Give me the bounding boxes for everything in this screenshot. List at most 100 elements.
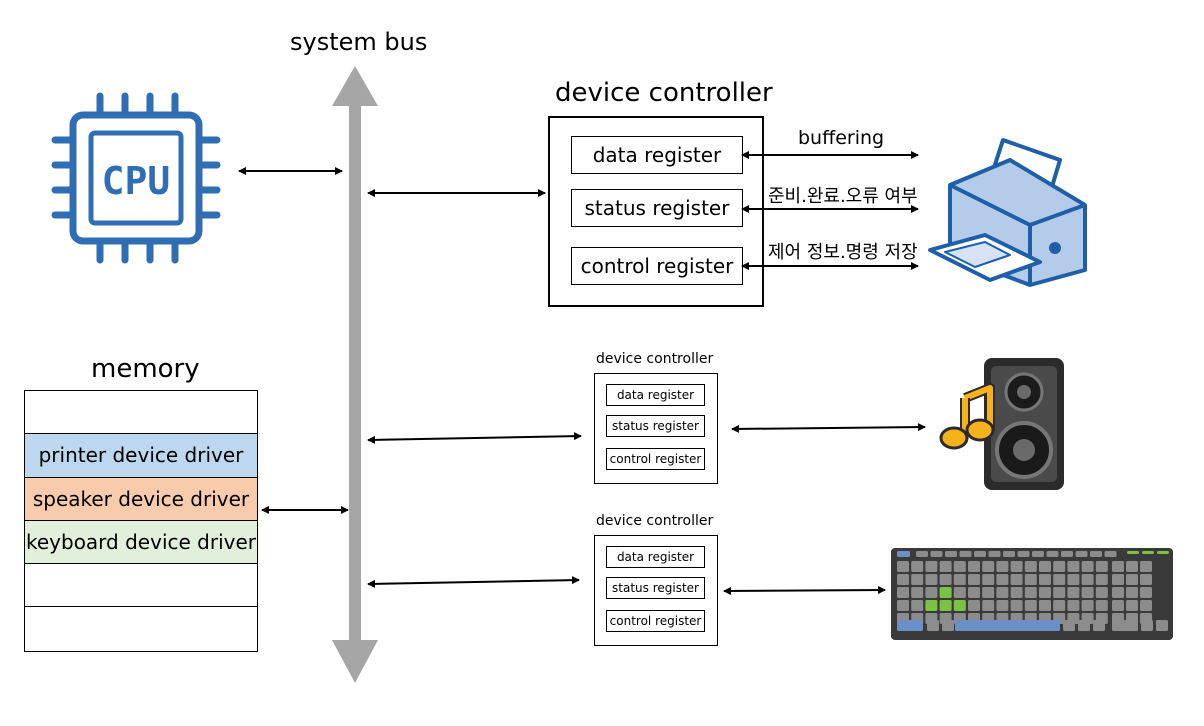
keyboard-key — [1112, 561, 1124, 572]
keyboard-key — [939, 574, 952, 585]
keyboard-key — [1039, 600, 1051, 611]
keyboard-key — [1157, 551, 1169, 554]
keyboard-key — [939, 587, 952, 598]
keyboard-key — [1081, 600, 1094, 611]
cpu-label: CPU — [102, 159, 171, 203]
keyboard-key — [1112, 587, 1124, 598]
keyboard-key — [1046, 551, 1059, 557]
speaker-data-register: data register — [606, 384, 705, 406]
keyboard-key — [1039, 561, 1051, 572]
keyboard-key — [1039, 587, 1051, 598]
keyboard-key — [897, 561, 909, 572]
keyboard-key — [968, 574, 980, 585]
keyboard-key — [988, 551, 1001, 557]
speaker-status-register: status register — [606, 415, 705, 437]
keyboard-key — [1003, 551, 1015, 557]
keyboard-key — [953, 587, 966, 598]
keyboard-key — [1081, 587, 1094, 598]
memory-row-empty — [25, 607, 257, 651]
memory-title: memory — [91, 354, 200, 384]
keyboard-key — [897, 551, 910, 557]
keyboard-key — [996, 600, 1009, 611]
keyboard-key — [1078, 620, 1090, 631]
keyboard-key — [1067, 600, 1080, 611]
keyboard-key — [939, 600, 952, 611]
keyboard-key — [953, 574, 966, 585]
keyboard-key — [1053, 600, 1066, 611]
keyboard-key — [925, 600, 938, 611]
keyboard-key — [1126, 574, 1138, 585]
keyboard-key — [925, 561, 938, 572]
speaker-controller-title: device controller — [596, 351, 714, 367]
memory-row-empty — [25, 564, 257, 608]
keyboard-key — [911, 561, 924, 572]
keyboard-key — [953, 600, 966, 611]
keyboard-key — [968, 600, 980, 611]
keyboard-key — [1112, 574, 1124, 585]
keyboard-icon — [891, 548, 1173, 640]
keyboard-key — [1053, 561, 1066, 572]
memory-row-speaker-driver: speaker device driver — [25, 477, 257, 521]
keyboard-key — [897, 574, 909, 585]
control-annotation: 제어 정보.명령 저장 — [768, 242, 918, 263]
keyboard-key — [1095, 561, 1108, 572]
keyboard-key — [1126, 600, 1138, 611]
keyboard-key — [1024, 587, 1037, 598]
system-bus-arrow — [332, 66, 378, 683]
keyboard-key — [1061, 551, 1073, 557]
keyboard-device-controller: data register status register control re… — [594, 535, 718, 646]
keyboard-key — [982, 561, 995, 572]
cpu-icon — [51, 92, 221, 264]
keyboard-key — [1142, 551, 1154, 554]
keyboard-key — [953, 561, 966, 572]
keyboard-key — [959, 551, 972, 557]
keyboard-key — [982, 574, 995, 585]
keyboard-key — [1017, 551, 1030, 557]
speaker-controller-speaker-arrow — [731, 423, 926, 433]
keyboard-key — [930, 551, 943, 557]
keyboard-key — [911, 587, 924, 598]
keyboard-control-register: control register — [606, 610, 705, 632]
data-register: data register — [571, 136, 743, 174]
keyboard-key — [1140, 587, 1152, 598]
keyboard-controller-title: device controller — [596, 513, 714, 529]
keyboard-key — [974, 551, 986, 557]
memory-row-empty — [25, 391, 257, 435]
speaker-icon — [939, 358, 1064, 490]
memory-block: printer device driver speaker device dri… — [24, 390, 258, 652]
keyboard-key — [968, 561, 980, 572]
keyboard-key — [1104, 551, 1117, 557]
keyboard-key — [939, 561, 952, 572]
keyboard-key — [996, 574, 1009, 585]
keyboard-key — [1010, 600, 1023, 611]
keyboard-key — [1126, 561, 1138, 572]
keyboard-key — [1141, 620, 1153, 631]
keyboard-key — [1032, 551, 1044, 557]
keyboard-key — [1010, 574, 1023, 585]
keyboard-key — [1010, 561, 1023, 572]
keyboard-key — [968, 587, 980, 598]
keyboard-key — [996, 561, 1009, 572]
keyboard-key — [1095, 600, 1108, 611]
keyboard-key — [1024, 574, 1037, 585]
keyboard-key — [955, 620, 1060, 631]
keyboard-key — [945, 551, 957, 557]
keyboard-key — [1095, 587, 1108, 598]
keyboard-key — [1090, 551, 1102, 557]
keyboard-key — [1010, 587, 1023, 598]
status-register: status register — [571, 189, 743, 227]
control-register: control register — [571, 247, 743, 285]
keyboard-key — [1140, 600, 1152, 611]
keyboard-key — [916, 551, 928, 557]
keyboard-key — [897, 600, 909, 611]
keyboard-key — [1126, 587, 1138, 598]
main-device-controller: data register status register control re… — [548, 116, 764, 307]
keyboard-data-register: data register — [606, 546, 705, 568]
keyboard-key — [911, 600, 924, 611]
status-annotation: 준비.완료.오류 여부 — [768, 186, 918, 207]
keyboard-controller-keyboard-arrow — [723, 586, 886, 595]
speaker-control-register: control register — [606, 448, 705, 470]
main-controller-title: device controller — [555, 78, 773, 108]
